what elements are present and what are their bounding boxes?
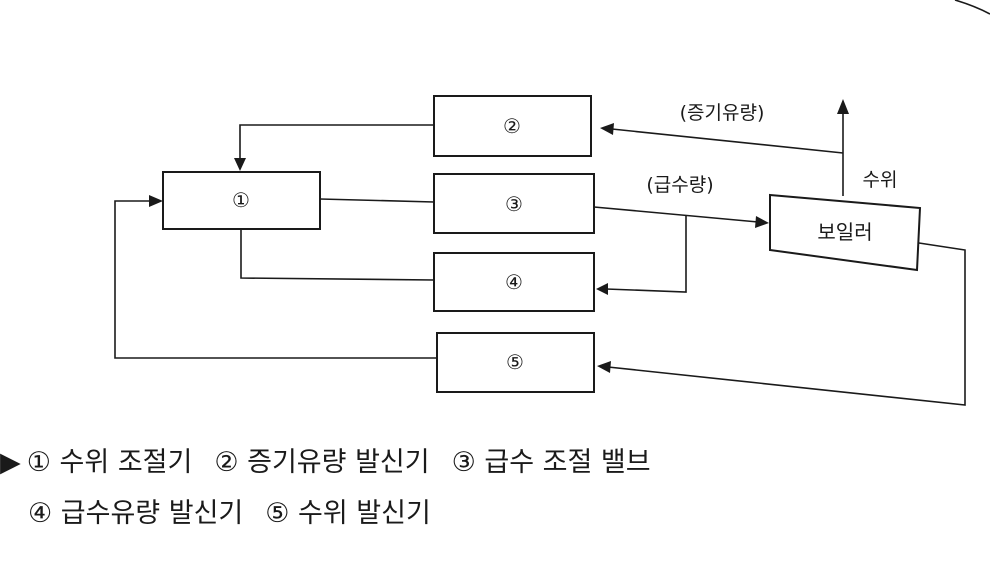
arrowhead-water-level-up <box>837 99 849 114</box>
arrowhead-into-4 <box>596 283 608 295</box>
legend-item-1: ① 수위 조절기 <box>26 447 193 478</box>
legend-line-1: ▶① 수위 조절기 ② 증기유량 발신기 ③ 급수 조절 밸브 <box>0 440 673 479</box>
box-feed-flow-transmitter <box>433 252 595 312</box>
wire-1-to-4 <box>240 229 435 281</box>
wire-steam-to-2 <box>611 128 844 154</box>
arrowhead-into-2 <box>600 123 614 135</box>
wire-boiler-to-5 <box>607 242 966 406</box>
box4-label: ④ <box>505 270 523 294</box>
wire-feedflow-to-4 <box>605 216 687 293</box>
feed-flow-label: (급수량) <box>646 174 713 196</box>
box-boiler <box>769 193 922 272</box>
arrowhead-into-1-top <box>234 158 246 171</box>
legend-item-4: ④ 급수유량 발신기 <box>28 498 244 529</box>
arrowhead-into-5 <box>597 361 611 373</box>
legend-item-5: ⑤ 수위 발신기 <box>265 498 431 529</box>
boiler-label: 보일러 <box>817 220 872 244</box>
legend-item-3: ③ 급수 조절 밸브 <box>451 447 651 478</box>
box-level-controller <box>162 171 321 230</box>
legend-line-2: ④ 급수유량 발신기 ⑤ 수위 발신기 <box>28 491 453 530</box>
box2-label: ② <box>503 114 521 138</box>
box-feed-control-valve <box>433 173 595 234</box>
box3-label: ③ <box>505 192 523 216</box>
arrowhead-into-1-left <box>149 195 163 207</box>
box-steam-flow-transmitter <box>433 95 592 157</box>
wire-2-to-1 <box>239 124 434 160</box>
box-level-transmitter <box>436 332 595 393</box>
water-level-label: 수위 <box>863 169 898 191</box>
arrowhead-into-boiler <box>755 216 769 228</box>
legend-item-2: ② 증기유량 발신기 <box>214 447 430 478</box>
steam-flow-label: (증기유량) <box>680 102 765 124</box>
wire-1-to-3 <box>319 198 435 203</box>
wire-5-to-1 <box>114 200 437 359</box>
legend-marker: ▶ <box>0 447 21 478</box>
corner-edge-line <box>954 0 990 15</box>
wire-3-to-boiler <box>593 206 759 223</box>
box1-label: ① <box>232 188 250 212</box>
box5-label: ⑤ <box>506 350 524 374</box>
